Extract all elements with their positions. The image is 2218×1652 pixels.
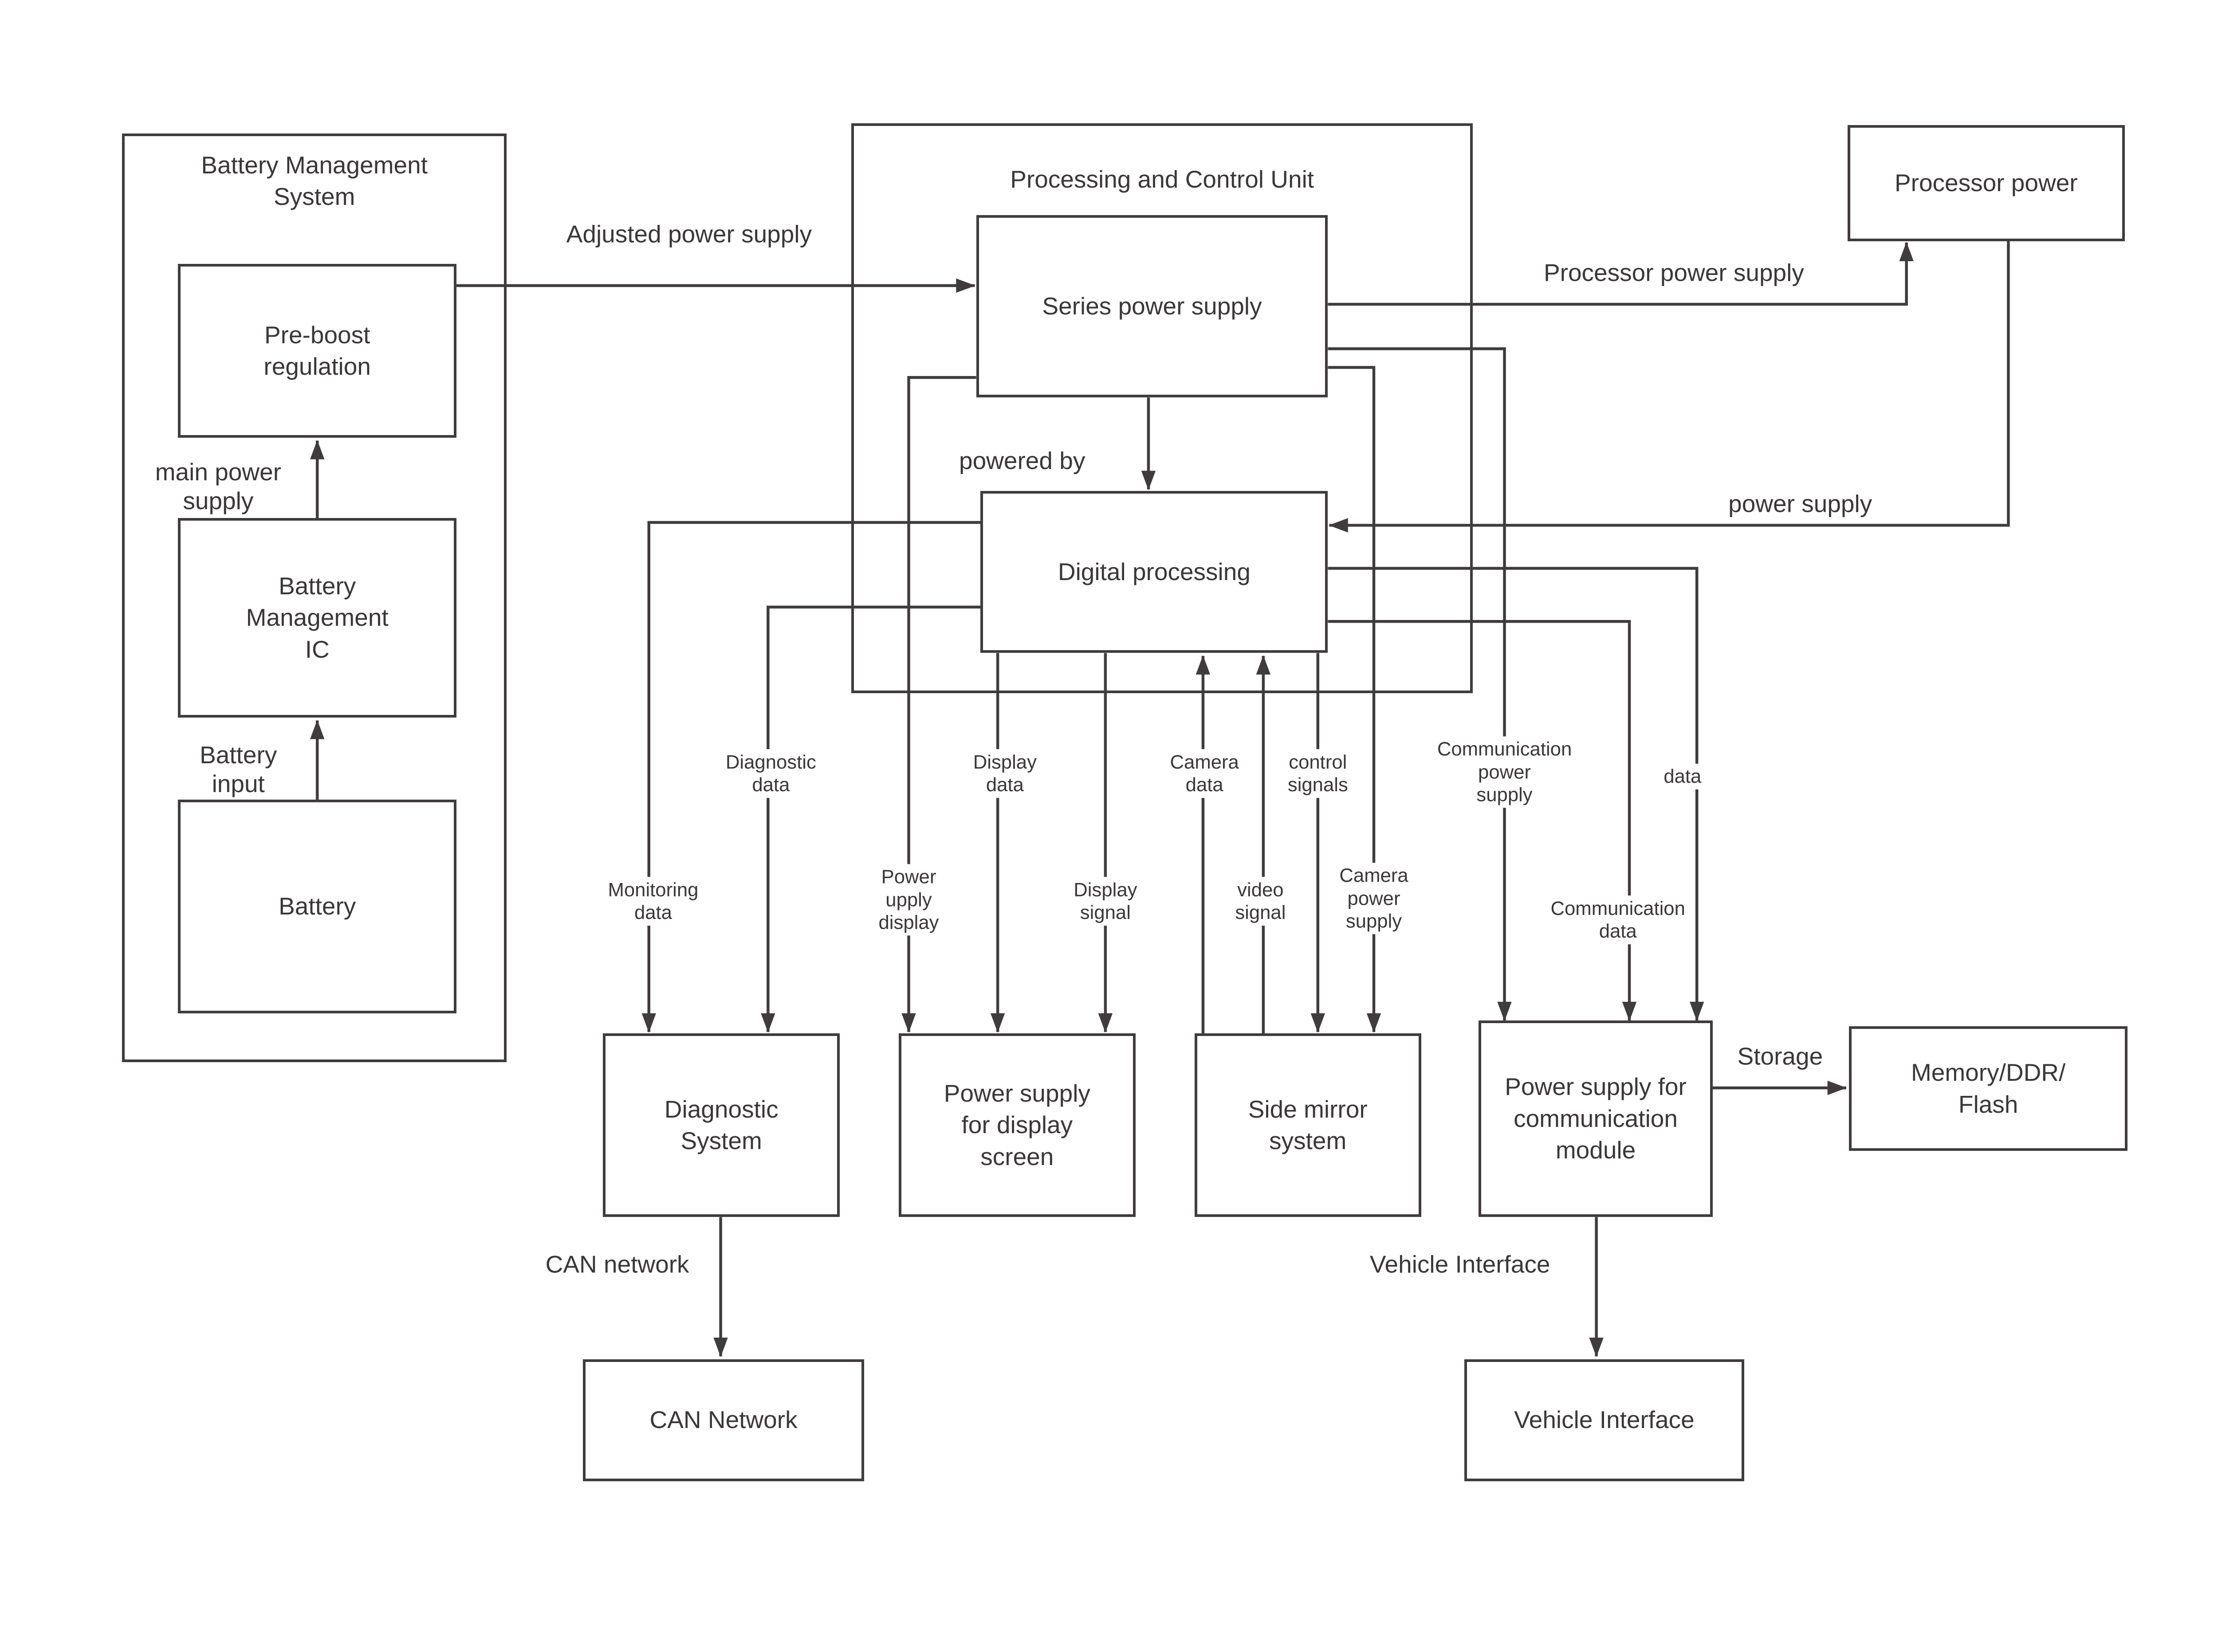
edge-label-video-signal: video signal: [1231, 877, 1290, 926]
edge-label-monitoring-data: Monitoring data: [603, 877, 703, 926]
edge-label-camera-data: Camera data: [1165, 749, 1243, 798]
edge-label-control-signals: control signals: [1283, 749, 1353, 798]
edge-power-upply-display: [901, 376, 976, 1033]
node-power-supply-for-display-screen: Power supply for display screen: [898, 1033, 1136, 1217]
edge-monitoring-data: [641, 521, 981, 1033]
edge-communication-data: [1328, 620, 1637, 1021]
edge-label-adjusted-power-supply: Adjusted power supply: [562, 218, 816, 250]
node-digital-processing: Digital processing: [980, 490, 1328, 653]
node-battery: Battery: [178, 799, 457, 1013]
edge-label-power-upply-display: Power upply display: [874, 864, 944, 936]
node-processor-power: Processor power: [1847, 125, 2125, 241]
group-processing-and-control-unit: [851, 123, 1473, 694]
node-series-power-supply: Series power supply: [976, 215, 1328, 398]
edge-data: [1328, 567, 1704, 1021]
edge-label-main-power-supply: main power supply: [151, 456, 286, 517]
edge-label-display-signal: Display signal: [1069, 877, 1142, 926]
edge-camera-power-supply: [1328, 366, 1381, 1033]
edge-label-storage: Storage: [1733, 1040, 1827, 1072]
edge-label-power-supply: power supply: [1724, 488, 1876, 520]
edge-label-vehicle-interface: Vehicle Interface: [1365, 1248, 1555, 1280]
edge-power-supply: [1329, 241, 2010, 533]
node-power-supply-for-communication-module: Power supply for communication module: [1479, 1020, 1713, 1217]
edge-label-powered-by: powered by: [955, 445, 1090, 477]
edge-processor-power-supply: [1328, 242, 1914, 306]
node-pre-boost-regulation: Pre-boost regulation: [178, 264, 457, 438]
node-side-mirror-system: Side mirror system: [1194, 1033, 1421, 1217]
edge-label-data: data: [1659, 763, 1706, 789]
edge-label-communication-power-supply: Communication power supply: [1433, 736, 1576, 808]
edge-label-display-data: Display data: [969, 749, 1041, 798]
group-battery-management-system: [122, 133, 507, 1062]
edge-label-communication-data: Communication data: [1546, 895, 1690, 945]
group-title-processing-and-control-unit: Processing and Control Unit: [1010, 165, 1314, 193]
node-diagnostic-system: Diagnostic System: [603, 1033, 840, 1217]
node-can-network: CAN Network: [582, 1359, 865, 1481]
edge-label-battery-input: Battery input: [195, 739, 282, 800]
node-battery-management-ic: Battery Management IC: [178, 518, 457, 718]
node-memory-ddr-flash: Memory/DDR/ Flash: [1849, 1026, 2128, 1151]
node-vehicle-interface: Vehicle Interface: [1464, 1359, 1744, 1481]
group-title-battery-management-system: Battery Management System: [201, 151, 428, 211]
edge-label-can-network: CAN network: [541, 1248, 694, 1280]
edge-diagnostic-data: [761, 605, 981, 1033]
edge-label-processor-power-supply: Processor power supply: [1539, 257, 1809, 289]
edge-label-diagnostic-data: Diagnostic data: [721, 749, 821, 798]
edge-label-camera-power-supply: Camera power supply: [1335, 863, 1413, 934]
